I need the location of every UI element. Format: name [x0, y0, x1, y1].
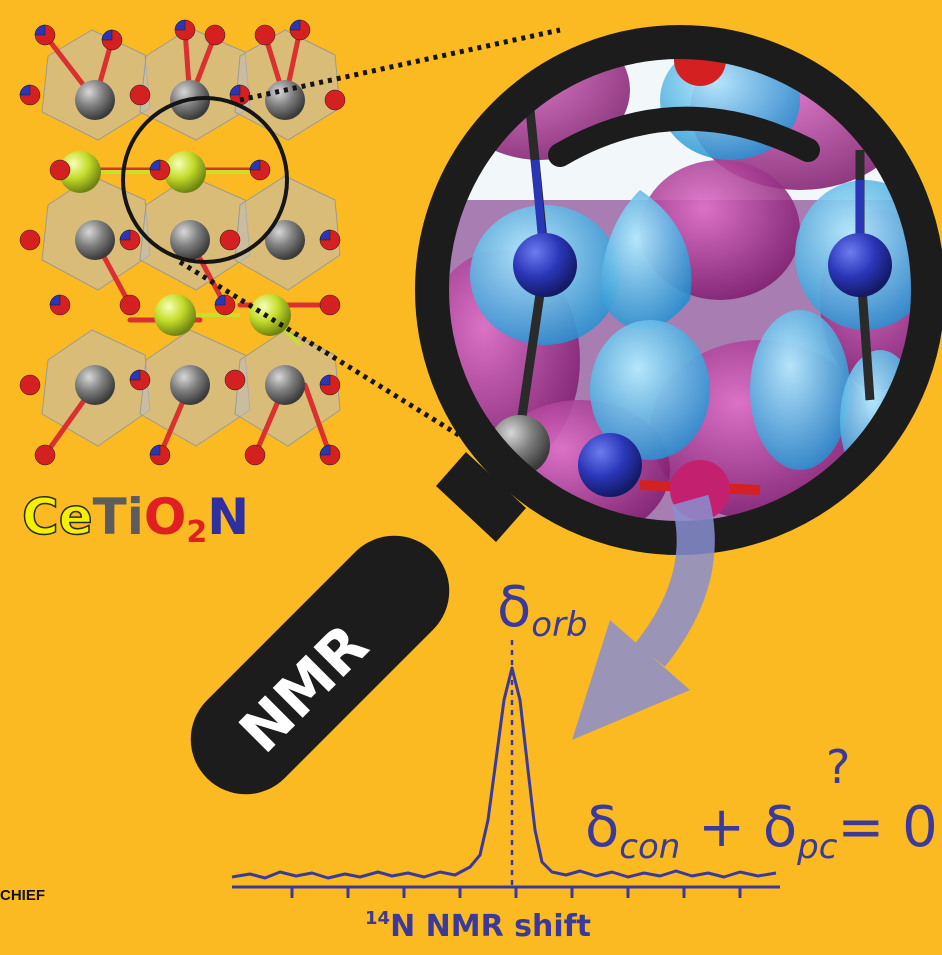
- cerium-atoms: [59, 151, 291, 336]
- corner-text: CHIEF: [0, 887, 45, 904]
- eq-delta-2: δ: [762, 795, 798, 860]
- curved-arrow: [572, 494, 715, 740]
- highlight-circle: [121, 96, 289, 264]
- crystal-structure: [19, 19, 346, 466]
- axis-label-isotope: 14: [365, 908, 391, 929]
- delta-orb-label: δorb: [497, 580, 588, 645]
- eq-sub-con: con: [619, 827, 681, 867]
- formula-n: N: [207, 488, 250, 546]
- formula-o-subscript: 2: [186, 515, 208, 550]
- spectrum: [231, 640, 780, 898]
- zoom-lines: [178, 27, 561, 445]
- handle-neck: [436, 452, 526, 542]
- eq-rhs: = 0: [837, 795, 938, 860]
- anion-atoms: [19, 19, 346, 466]
- chemical-formula: CeTiO2N: [21, 491, 249, 550]
- handle: NMR: [190, 535, 450, 795]
- formula-ce: Ce: [21, 488, 93, 546]
- shift-equation: δcon + δpc= 0: [585, 800, 938, 867]
- delta-orb-symbol: δ: [497, 575, 532, 640]
- question-mark: ?: [826, 740, 851, 794]
- formula-o: O: [143, 488, 187, 546]
- eq-delta-1: δ: [585, 795, 620, 860]
- lens-glint: [548, 106, 820, 167]
- delta-orb-subscript: orb: [531, 605, 588, 645]
- eq-sub-pc: pc: [797, 827, 838, 867]
- axis-ticks: [290, 887, 742, 898]
- formula-ti: Ti: [92, 488, 144, 546]
- axis-label: 14N NMR shift: [365, 910, 591, 942]
- spectrum-trace: [231, 666, 777, 880]
- eq-plus: +: [698, 795, 746, 860]
- axis-label-text: N NMR shift: [390, 909, 592, 944]
